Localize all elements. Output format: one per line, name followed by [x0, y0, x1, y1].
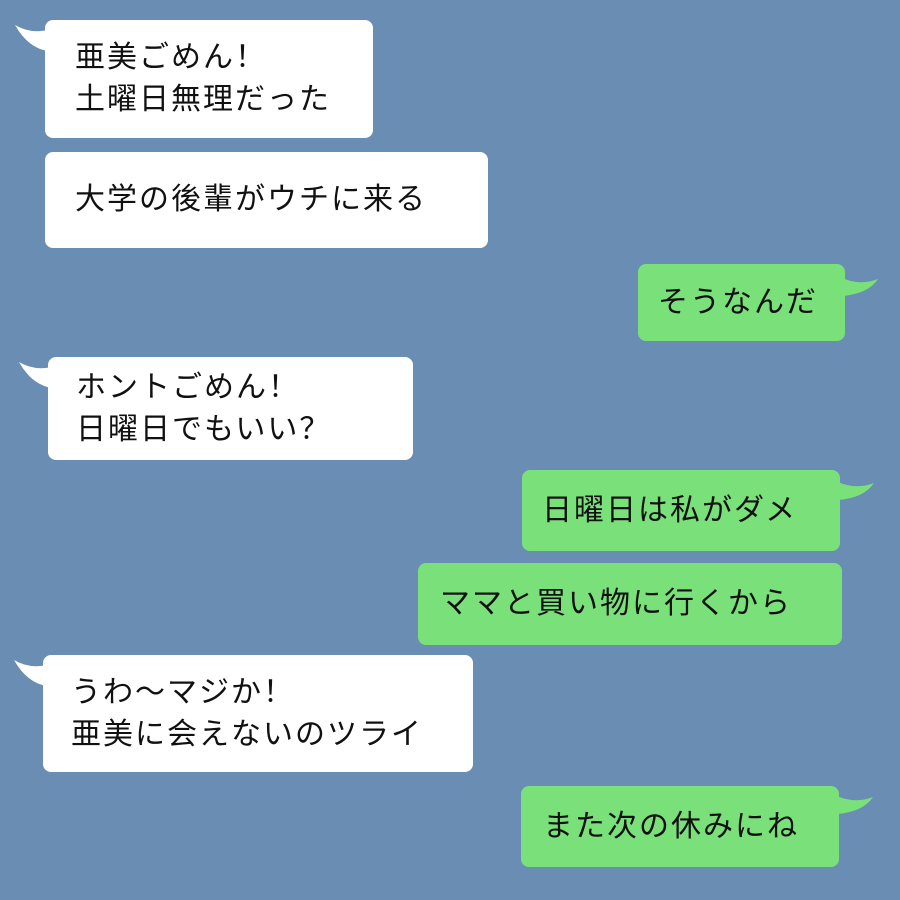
- message-bubble-incoming[interactable]: 亜美ごめん！ 土曜日無理だった: [45, 20, 373, 138]
- message-bubble-incoming[interactable]: 大学の後輩がウチに来る: [45, 152, 488, 248]
- message-text: ママと買い物に行くから: [440, 586, 792, 621]
- message-text: 大学の後輩がウチに来る: [75, 182, 427, 217]
- outgoing-tail-icon: [837, 796, 873, 814]
- message-bubble-outgoing[interactable]: 日曜日は私がダメ: [522, 470, 840, 551]
- message-text: 亜美ごめん！ 土曜日無理だった: [75, 40, 331, 117]
- message-bubble-outgoing[interactable]: ママと買い物に行くから: [418, 563, 842, 645]
- incoming-tail-icon: [14, 660, 47, 686]
- message-text: うわ～マジか！ 亜美に会えないのツライ: [71, 674, 423, 752]
- message-bubble-outgoing[interactable]: また次の休みにね: [521, 786, 839, 867]
- message-text: ホントごめん！ 日曜日でもいい？: [76, 369, 332, 447]
- message-bubble-incoming[interactable]: ホントごめん！ 日曜日でもいい？: [48, 357, 413, 460]
- incoming-tail-icon: [19, 362, 52, 388]
- incoming-tail-icon: [15, 25, 48, 51]
- message-bubble-incoming[interactable]: うわ～マジか！ 亜美に会えないのツライ: [43, 655, 473, 772]
- message-text: また次の休みにね: [543, 808, 799, 844]
- message-text: 日曜日は私がダメ: [542, 492, 798, 528]
- outgoing-tail-icon: [838, 482, 874, 500]
- message-text: そうなんだ: [658, 284, 818, 320]
- outgoing-tail-icon: [842, 278, 878, 296]
- message-bubble-outgoing[interactable]: そうなんだ: [638, 264, 845, 341]
